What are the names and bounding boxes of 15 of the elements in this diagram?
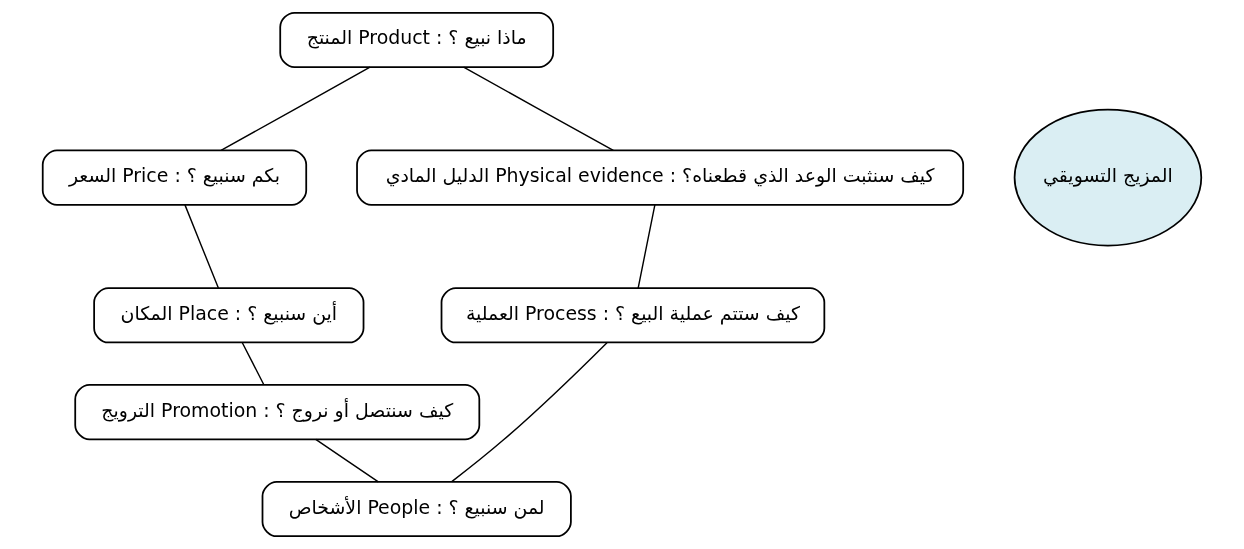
connector [462,66,615,152]
node-box: العملية Process : كيف ستتم عملية البيع ؟ [440,287,826,344]
node-ellipse: المزيج التسويقي [1013,108,1203,247]
node-box: الترويج Promotion : كيف سنتصل أو نروج ؟ [74,384,481,441]
connector [241,342,265,386]
connector [451,341,608,483]
connector [637,204,656,289]
connector [220,66,371,152]
connector [315,438,380,483]
node-box: الدليل المادي Physical evidence : كيف سنثبت الوعد الذي قطعناه؟ [356,149,965,206]
node-box: السعر Price : بكم سنبيع ؟ [41,149,308,206]
node-box: المكان Place : أين سنبيع ؟ [93,287,365,344]
node-box: الأشخاص People : لمن سنبيع ؟ [261,481,572,538]
connector [184,204,220,289]
node-box: المنتج Product : ماذا نبيع ؟ [279,11,555,68]
